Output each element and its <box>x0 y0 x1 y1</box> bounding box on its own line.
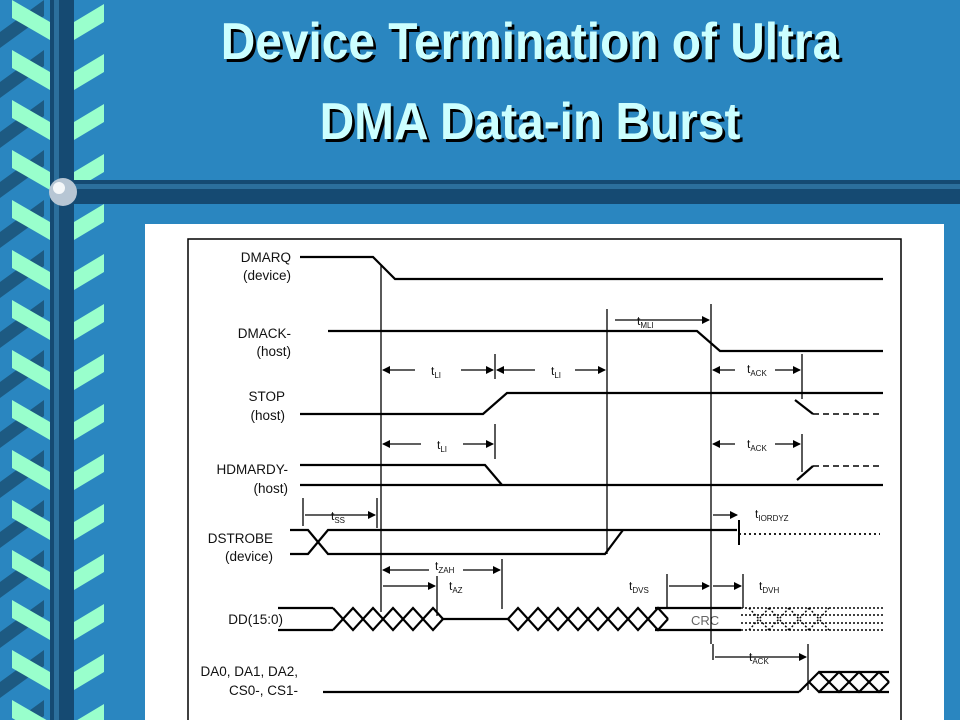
wave-dstrobe-high <box>290 528 624 556</box>
ribbon-segment <box>12 50 50 90</box>
label-dstrobe-sub: (device) <box>225 549 273 564</box>
wave-dmack <box>328 329 883 353</box>
dd-bus-xx2 <box>507 606 669 632</box>
da-bus <box>798 670 890 694</box>
horizontal-bar-highlight <box>60 184 960 189</box>
ribbon-segment <box>74 204 104 240</box>
label-hdmardy-sub: (host) <box>253 481 288 496</box>
wave-hdmardy-high <box>300 463 503 486</box>
ribbon-fold <box>0 200 44 248</box>
ribbon-fold <box>0 50 44 98</box>
label-tack-3: tACK <box>749 650 769 666</box>
wave-stop <box>300 391 883 416</box>
ribbon-segment <box>74 404 104 440</box>
ribbon-segment <box>74 54 104 90</box>
ribbon-segment <box>74 604 104 640</box>
ribbon-fold <box>0 400 44 448</box>
ribbon-segment <box>74 354 104 390</box>
bar-joint-ball-highlight <box>53 182 65 194</box>
ribbon-fold <box>0 100 44 148</box>
wave-stop-release <box>794 399 814 415</box>
ribbon-segment <box>74 4 104 40</box>
label-dmack-sub: (host) <box>256 344 291 359</box>
ribbon-fold <box>0 500 44 548</box>
label-tack-2: tACK <box>747 437 767 453</box>
ribbon-segment <box>12 150 50 190</box>
ribbon-segment <box>12 650 50 690</box>
ribbon-segment <box>74 104 104 140</box>
wave-dstrobe-low <box>290 528 737 556</box>
ribbon-segment <box>74 554 104 590</box>
label-da: DA0, DA1, DA2, <box>200 664 298 679</box>
da-bus-xx <box>798 670 890 694</box>
label-taz: tAZ <box>449 579 463 595</box>
label-tack-1: tACK <box>747 362 767 378</box>
label-dmarq-sub: (device) <box>243 268 291 283</box>
label-tss: tSS <box>331 509 345 525</box>
ribbon-segment <box>12 550 50 590</box>
ribbon-segment <box>12 400 50 440</box>
ribbon-segment <box>12 0 50 40</box>
ribbon-segment <box>74 654 104 690</box>
label-tli-3: tLI <box>437 438 447 454</box>
ribbon-segment <box>12 500 50 540</box>
ribbon-border <box>0 0 104 720</box>
diagram-frame <box>187 238 902 720</box>
dd-crc-label: CRC <box>691 613 719 628</box>
label-dmarq: DMARQ <box>241 250 291 265</box>
wave-dmarq <box>300 255 883 281</box>
label-tiordyz: tIORDYZ <box>755 507 789 523</box>
ribbon-segment <box>12 450 50 490</box>
ribbon-fold <box>0 350 44 398</box>
ribbon-fold <box>0 250 44 298</box>
horizontal-bar <box>60 180 960 204</box>
vertical-bar <box>50 0 74 720</box>
ribbon-fold <box>0 550 44 598</box>
label-da-sub: CS0-, CS1- <box>229 683 298 698</box>
label-stop: STOP <box>248 389 285 404</box>
label-stop-sub: (host) <box>250 408 285 423</box>
ribbon-segment <box>12 100 50 140</box>
vertical-bar-highlight <box>54 0 59 720</box>
slide-title-line1: Device Termination of Ultra <box>220 13 840 71</box>
ribbon-fold <box>0 300 44 348</box>
ribbon-segment <box>74 504 104 540</box>
label-tdvh: tDVH <box>759 579 779 595</box>
ribbon-segment <box>12 250 50 290</box>
label-dstrobe: DSTROBE <box>208 531 273 546</box>
label-dmack: DMACK- <box>238 326 291 341</box>
ribbon-segment <box>12 200 50 240</box>
label-dd: DD(15:0) <box>228 612 283 627</box>
dd-bus-top <box>278 606 741 621</box>
ribbon-fold <box>0 0 44 48</box>
label-tzah: tZAH <box>435 559 455 575</box>
ribbon-segment <box>74 254 104 290</box>
dd-bus-dotted <box>741 607 883 631</box>
wave-hdmardy-release <box>796 465 814 481</box>
ribbon-segment <box>12 600 50 640</box>
ribbon-segment <box>74 454 104 490</box>
ribbon-segment <box>12 300 50 340</box>
label-tdvs: tDVS <box>629 579 649 595</box>
dd-bus-xx1 <box>332 606 444 632</box>
dd-bus <box>278 606 741 632</box>
ribbon-fold <box>0 600 44 648</box>
ribbon-segment <box>12 350 50 390</box>
ribbon-fold <box>0 150 44 198</box>
timing-diagram-svg: DMARQ (device) DMACK- (host) STOP (host)… <box>187 238 902 720</box>
ribbon-segment <box>74 304 104 340</box>
ribbon-fold <box>0 450 44 498</box>
slide-title-line2: DMA Data-in Burst <box>319 93 741 151</box>
label-hdmardy: HDMARDY- <box>216 462 288 477</box>
label-tli-1: tLI <box>431 364 441 380</box>
label-tmli: tMLI <box>637 314 654 330</box>
ribbon-fold <box>0 650 44 698</box>
ribbon-segment <box>12 700 47 720</box>
label-tli-2: tLI <box>551 364 561 380</box>
timing-diagram: DMARQ (device) DMACK- (host) STOP (host)… <box>145 224 944 720</box>
ribbon-segment <box>77 704 104 720</box>
